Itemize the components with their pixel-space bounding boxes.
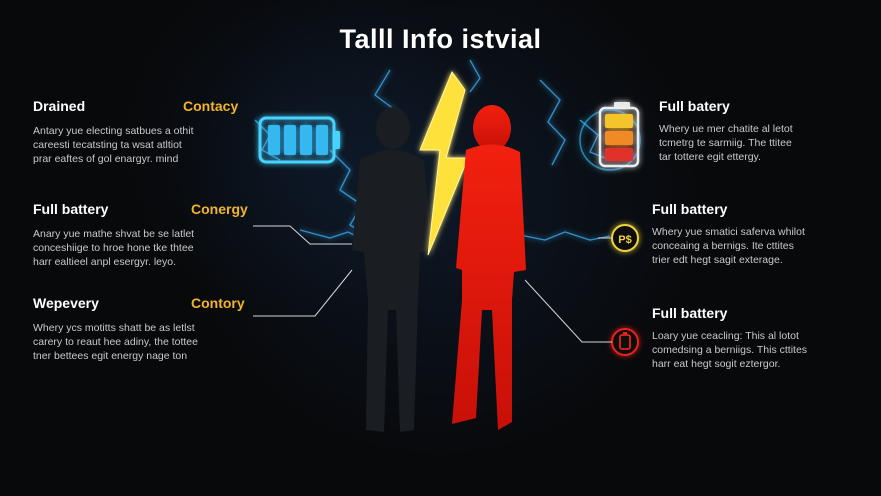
- lightning-bolt-icon: [419, 70, 469, 256]
- left-heading-3: Wepevery: [33, 295, 99, 311]
- drained-badge-icon: [611, 328, 639, 356]
- right-desc-2: Whery yue smatici saferva whilot conceai…: [652, 225, 857, 267]
- right-desc-1-line-1: Whery ue mer chatite al letot: [659, 123, 793, 135]
- right-desc-2-line-3: trier edt hegt sagit exterage.: [652, 254, 783, 266]
- left-desc-2-line-2: conceshiige to hroe hone tke thtee: [33, 242, 194, 254]
- right-heading-2: Full battery: [652, 201, 728, 217]
- page-title: Talll Info istvial: [339, 24, 542, 54]
- right-desc-3-line-3: harr eat hegt sogit eztergor.: [652, 358, 781, 370]
- left-desc-1-line-1: Antary yue electing satbues a othit: [33, 125, 194, 137]
- left-desc-3-line-2: carery to reaut hee adiny, the tottee: [33, 336, 198, 348]
- left-accent-3: Contory: [191, 295, 245, 311]
- left-desc-1-line-2: careesti tecatsting ta wsat atltiot: [33, 139, 182, 151]
- left-accent-1: Contacy: [183, 98, 239, 114]
- connector-lines: [253, 225, 612, 343]
- left-heading-1: Drained: [33, 98, 86, 114]
- left-desc-2: Anary yue mathe shvat be se latlet conce…: [33, 227, 253, 269]
- right-heading-1: Full batery: [659, 98, 730, 114]
- right-heading-3: Full battery: [652, 305, 728, 321]
- right-desc-3: Loary yue ceacling: This al lotot comeds…: [652, 329, 857, 371]
- left-accent-2: Conergy: [191, 201, 248, 217]
- left-desc-3: Whery ycs motitts shatt be as letlst car…: [33, 321, 253, 363]
- right-block-2: Full battery Whery yue smatici saferva w…: [652, 201, 857, 267]
- left-desc-3-line-3: tner bettees egit energy nage ton: [33, 350, 188, 362]
- right-block-1: Full batery Whery ue mer chatite al leto…: [659, 98, 859, 164]
- right-desc-3-line-2: comedsing a berniigs. This cttites: [652, 344, 808, 356]
- right-block-3: Full battery Loary yue ceacling: This al…: [652, 305, 857, 371]
- left-desc-1: Antary yue electing satbues a othit care…: [33, 124, 248, 166]
- left-heading-2: Full battery: [33, 201, 109, 217]
- left-desc-1-line-3: prar eaftes of gol enargyr. mind: [33, 153, 179, 165]
- power-badge-icon: P$: [611, 224, 639, 252]
- left-block-drained: Drained Contacy Antary yue electing satb…: [33, 98, 248, 166]
- red-person-figure: [452, 105, 526, 430]
- right-desc-1-line-3: tar tottere egit ettergy.: [659, 151, 761, 163]
- right-desc-1: Whery ue mer chatite al letot tcmetrg te…: [659, 122, 859, 164]
- shadow-person-figure: [352, 107, 432, 432]
- left-block-recovery: Wepevery Contory Whery ycs motitts shatt…: [33, 295, 253, 363]
- left-desc-2-line-3: harr ealtieel anpl esergyr. leyo.: [33, 256, 176, 268]
- battery-level-color-icon: [579, 102, 641, 171]
- left-desc-3-line-1: Whery ycs motitts shatt be as letlst: [33, 322, 195, 334]
- left-desc-2-line-1: Anary yue mathe shvat be se latlet: [33, 228, 195, 240]
- right-desc-3-line-1: Loary yue ceacling: This al lotot: [652, 330, 799, 342]
- left-block-full: Full battery Conergy Anary yue mathe shv…: [33, 201, 253, 269]
- battery-full-cyan-icon: [258, 116, 340, 164]
- right-desc-2-line-1: Whery yue smatici saferva whilot: [652, 226, 805, 238]
- right-desc-2-line-2: conceaing a bernigs. Ite cttites: [652, 240, 794, 252]
- svg-text:P$: P$: [618, 234, 631, 246]
- right-desc-1-line-2: tcmetrg te sarmiig. The ttitee: [659, 137, 792, 149]
